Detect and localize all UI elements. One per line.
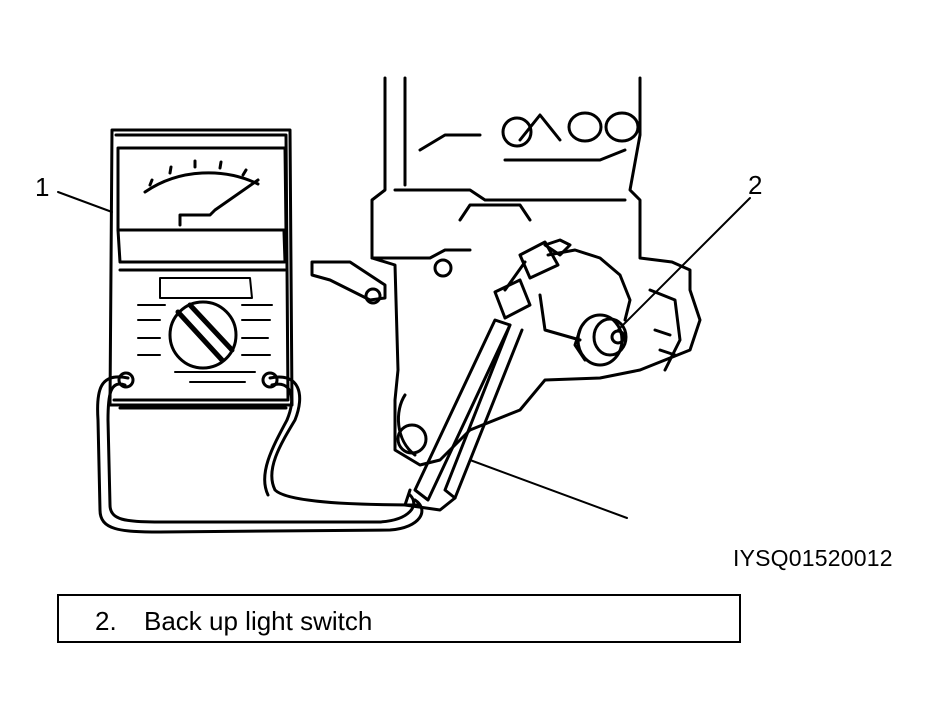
callout-1: 1: [35, 172, 50, 202]
caption-number: 2.: [95, 606, 117, 636]
switch-connector: [493, 238, 632, 322]
caption-box: 2. Back up light switch: [57, 594, 741, 643]
meter-test-leads: [96, 371, 424, 534]
callout-2: 2: [748, 170, 763, 200]
caption-text: Back up light switch: [144, 606, 373, 636]
transmission-housing: [370, 76, 702, 467]
probe-leader-line: [469, 459, 628, 519]
mounting-bracket: [310, 260, 387, 305]
backup-light-switch: [573, 313, 628, 367]
figure-code: IYSQ01520012: [733, 545, 893, 571]
multimeter: [108, 128, 294, 410]
leader-line-2: [617, 197, 751, 331]
leader-line-1: [57, 191, 113, 213]
